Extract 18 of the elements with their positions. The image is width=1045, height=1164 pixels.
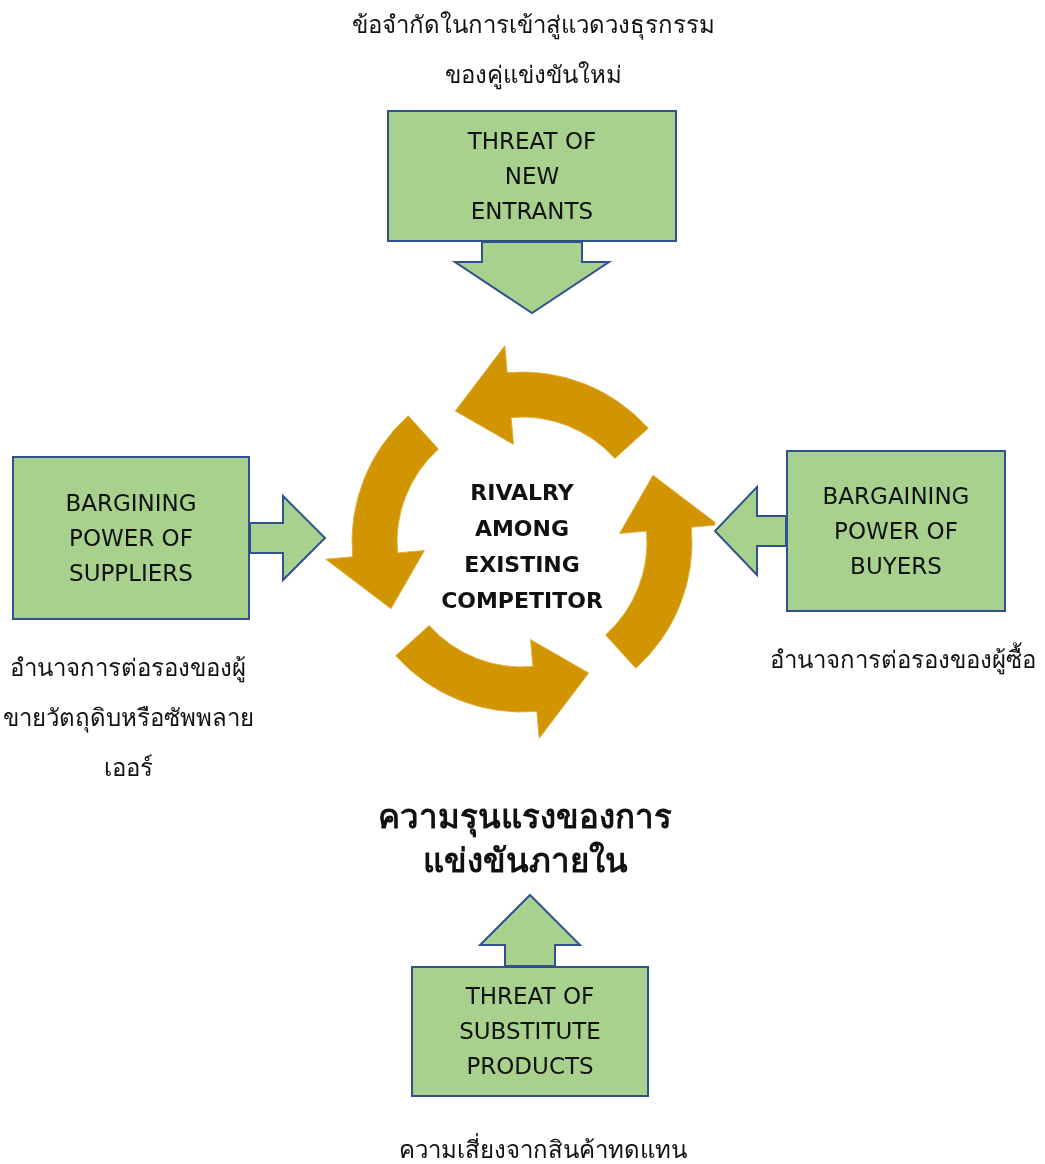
center-label: RIVALRY AMONG EXISTING COMPETITOR bbox=[440, 479, 604, 615]
force-box bbox=[786, 450, 1006, 612]
block-arrow bbox=[713, 484, 787, 578]
block-arrow bbox=[451, 241, 613, 315]
force-label: BARGAINING POWER OF BUYERS bbox=[821, 481, 971, 581]
heading-text: ความรุนแรงของการแข่งขันภายใน bbox=[377, 796, 673, 882]
force-label: THREAT OF NEW ENTRANTS bbox=[466, 126, 598, 226]
caption-text: อำนาจการต่อรองของผู้ซื้อ bbox=[760, 635, 1045, 685]
caption-text: ความเสี่ยงจากสินค้าทดแทน bbox=[380, 1125, 706, 1164]
caption-text: ข้อจำกัดในการเข้าสู่แวดวงธุรกรรมของคู่แข่งขันใหม่ bbox=[350, 10, 716, 92]
block-arrow bbox=[249, 493, 327, 583]
force-label: BARGINING POWER OF SUPPLIERS bbox=[64, 488, 198, 588]
force-label: THREAT OF SUBSTITUTE PRODUCTS bbox=[458, 982, 602, 1081]
force-box bbox=[411, 966, 649, 1097]
block-arrow bbox=[477, 893, 583, 967]
force-box bbox=[12, 456, 250, 620]
caption-text: อำนาจการต่อรองของผู้ขายวัตถุดิบหรือซัพพลายเออร์ bbox=[1, 653, 255, 784]
force-box bbox=[387, 110, 677, 242]
